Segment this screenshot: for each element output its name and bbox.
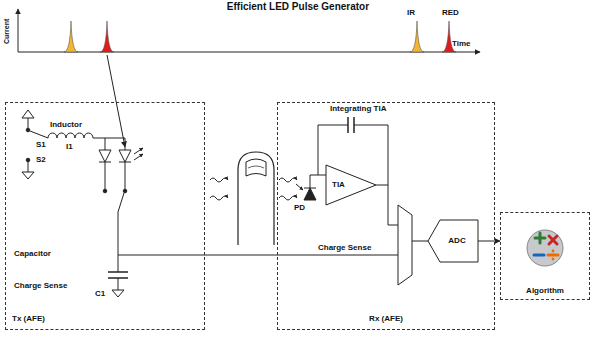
photodiode <box>304 188 316 200</box>
ir-pulse <box>410 21 424 52</box>
drive-arrow <box>107 55 125 147</box>
switch-arm <box>118 193 124 212</box>
capacitor-plate <box>347 117 349 133</box>
signal-label: Charge Sense <box>14 282 67 291</box>
light-wave <box>210 178 228 182</box>
node-label: Rx (AFE) <box>369 314 403 323</box>
fingernail <box>246 159 266 176</box>
switch-name: S1 <box>36 141 46 150</box>
node-label: Algorithm <box>526 286 564 295</box>
ir-pulse <box>64 21 78 52</box>
signal-label: IR <box>407 9 415 18</box>
ground-symbol <box>22 172 34 179</box>
rx-afe-box: Rx (AFE) TIA ADC <box>277 102 495 330</box>
node-label: TIA <box>332 180 345 189</box>
signal-label: Charge Sense <box>318 244 371 253</box>
diagram-title: Efficient LED Pulse Generator <box>0 1 596 12</box>
block-label: Integrating TIA <box>330 105 386 114</box>
charge-sense-wire <box>118 255 398 256</box>
multiplexer <box>398 205 412 285</box>
axis-label: Current <box>3 19 11 44</box>
light-wave <box>279 178 297 182</box>
switch-name: S2 <box>36 156 46 165</box>
light-wave <box>210 196 228 200</box>
part-name: PD <box>294 204 305 213</box>
part-name: C1 <box>95 290 105 299</box>
switch-arm <box>30 131 48 138</box>
part-label: Inductor <box>50 121 82 130</box>
capacitor-plate <box>108 271 128 273</box>
node-label: ADC <box>448 236 465 245</box>
tia-amplifier: TIA <box>326 165 376 205</box>
finger <box>238 152 274 245</box>
inductor-coil <box>48 133 125 138</box>
algorithm-icon <box>527 230 563 266</box>
ground-symbol <box>112 290 124 297</box>
axis-label: Time <box>452 40 471 49</box>
supply-symbol <box>22 110 34 118</box>
led-ir <box>99 150 111 162</box>
switch-contact <box>26 128 30 132</box>
part-name: I1 <box>66 143 73 152</box>
part-label: Capacitor <box>14 250 51 259</box>
signal-arrow <box>478 241 500 242</box>
adc-block: ADC <box>428 220 478 262</box>
led-red <box>119 150 131 162</box>
algorithm-box: Algorithm <box>500 212 590 300</box>
node-label: Tx (AFE) <box>12 314 45 323</box>
current-axis <box>18 9 19 52</box>
red-pulse <box>100 21 114 52</box>
signal-label: RED <box>442 9 459 18</box>
light-wave <box>279 196 297 200</box>
